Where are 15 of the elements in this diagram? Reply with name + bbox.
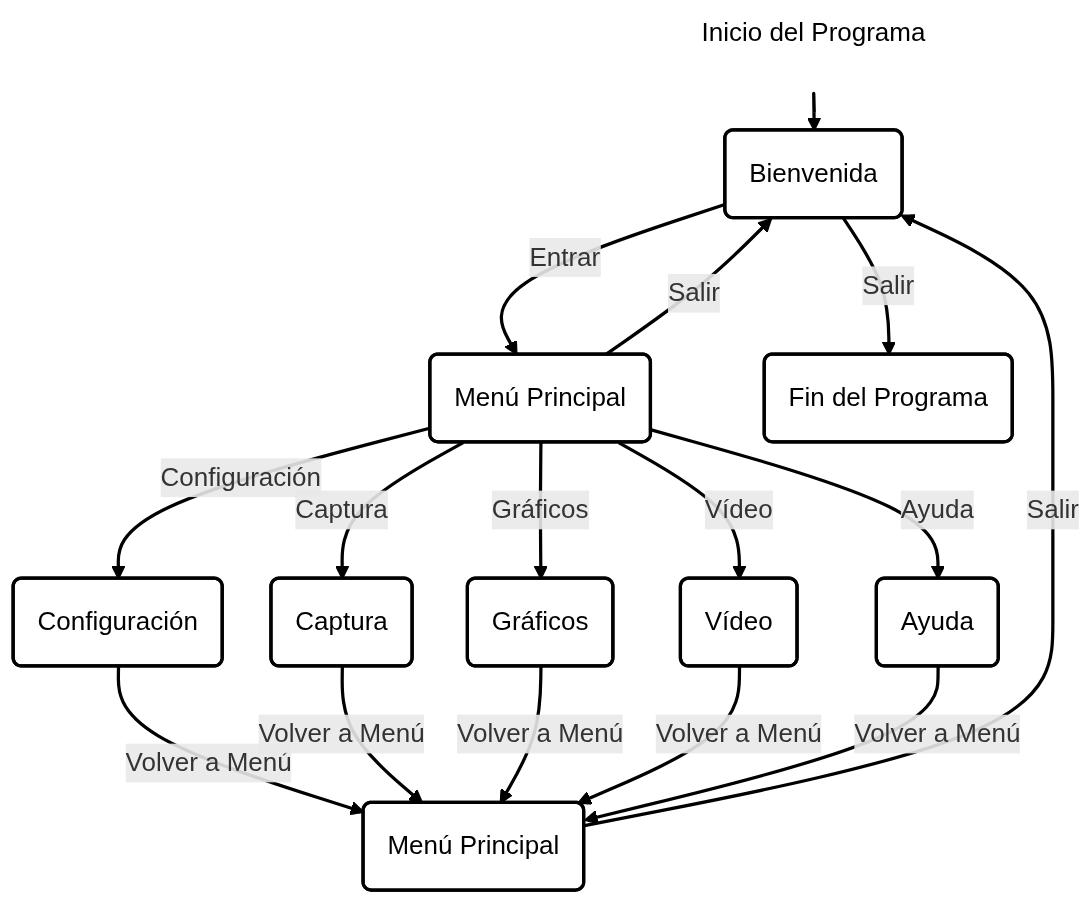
edge-label: Vídeo: [704, 495, 773, 523]
edge-label: Salir: [1026, 495, 1079, 523]
edge-label: Salir: [667, 278, 720, 307]
edge-label: Salir: [862, 271, 915, 299]
edge-label: Volver a Menú: [655, 719, 822, 748]
edge-label: Volver a Menú: [854, 719, 1021, 748]
edge-label: Volver a Menú: [125, 748, 292, 776]
node-text: Inicio del Programa: [701, 17, 926, 46]
edge-label: Volver a Menú: [258, 719, 425, 748]
edge-label: Volver a Menú: [457, 719, 624, 748]
edge-label: Configuración: [160, 463, 321, 491]
edge-label: Ayuda: [900, 495, 974, 523]
edge-label: Captura: [295, 495, 388, 523]
edge-label: Gráficos: [491, 495, 589, 523]
edge-label: Entrar: [529, 242, 601, 271]
